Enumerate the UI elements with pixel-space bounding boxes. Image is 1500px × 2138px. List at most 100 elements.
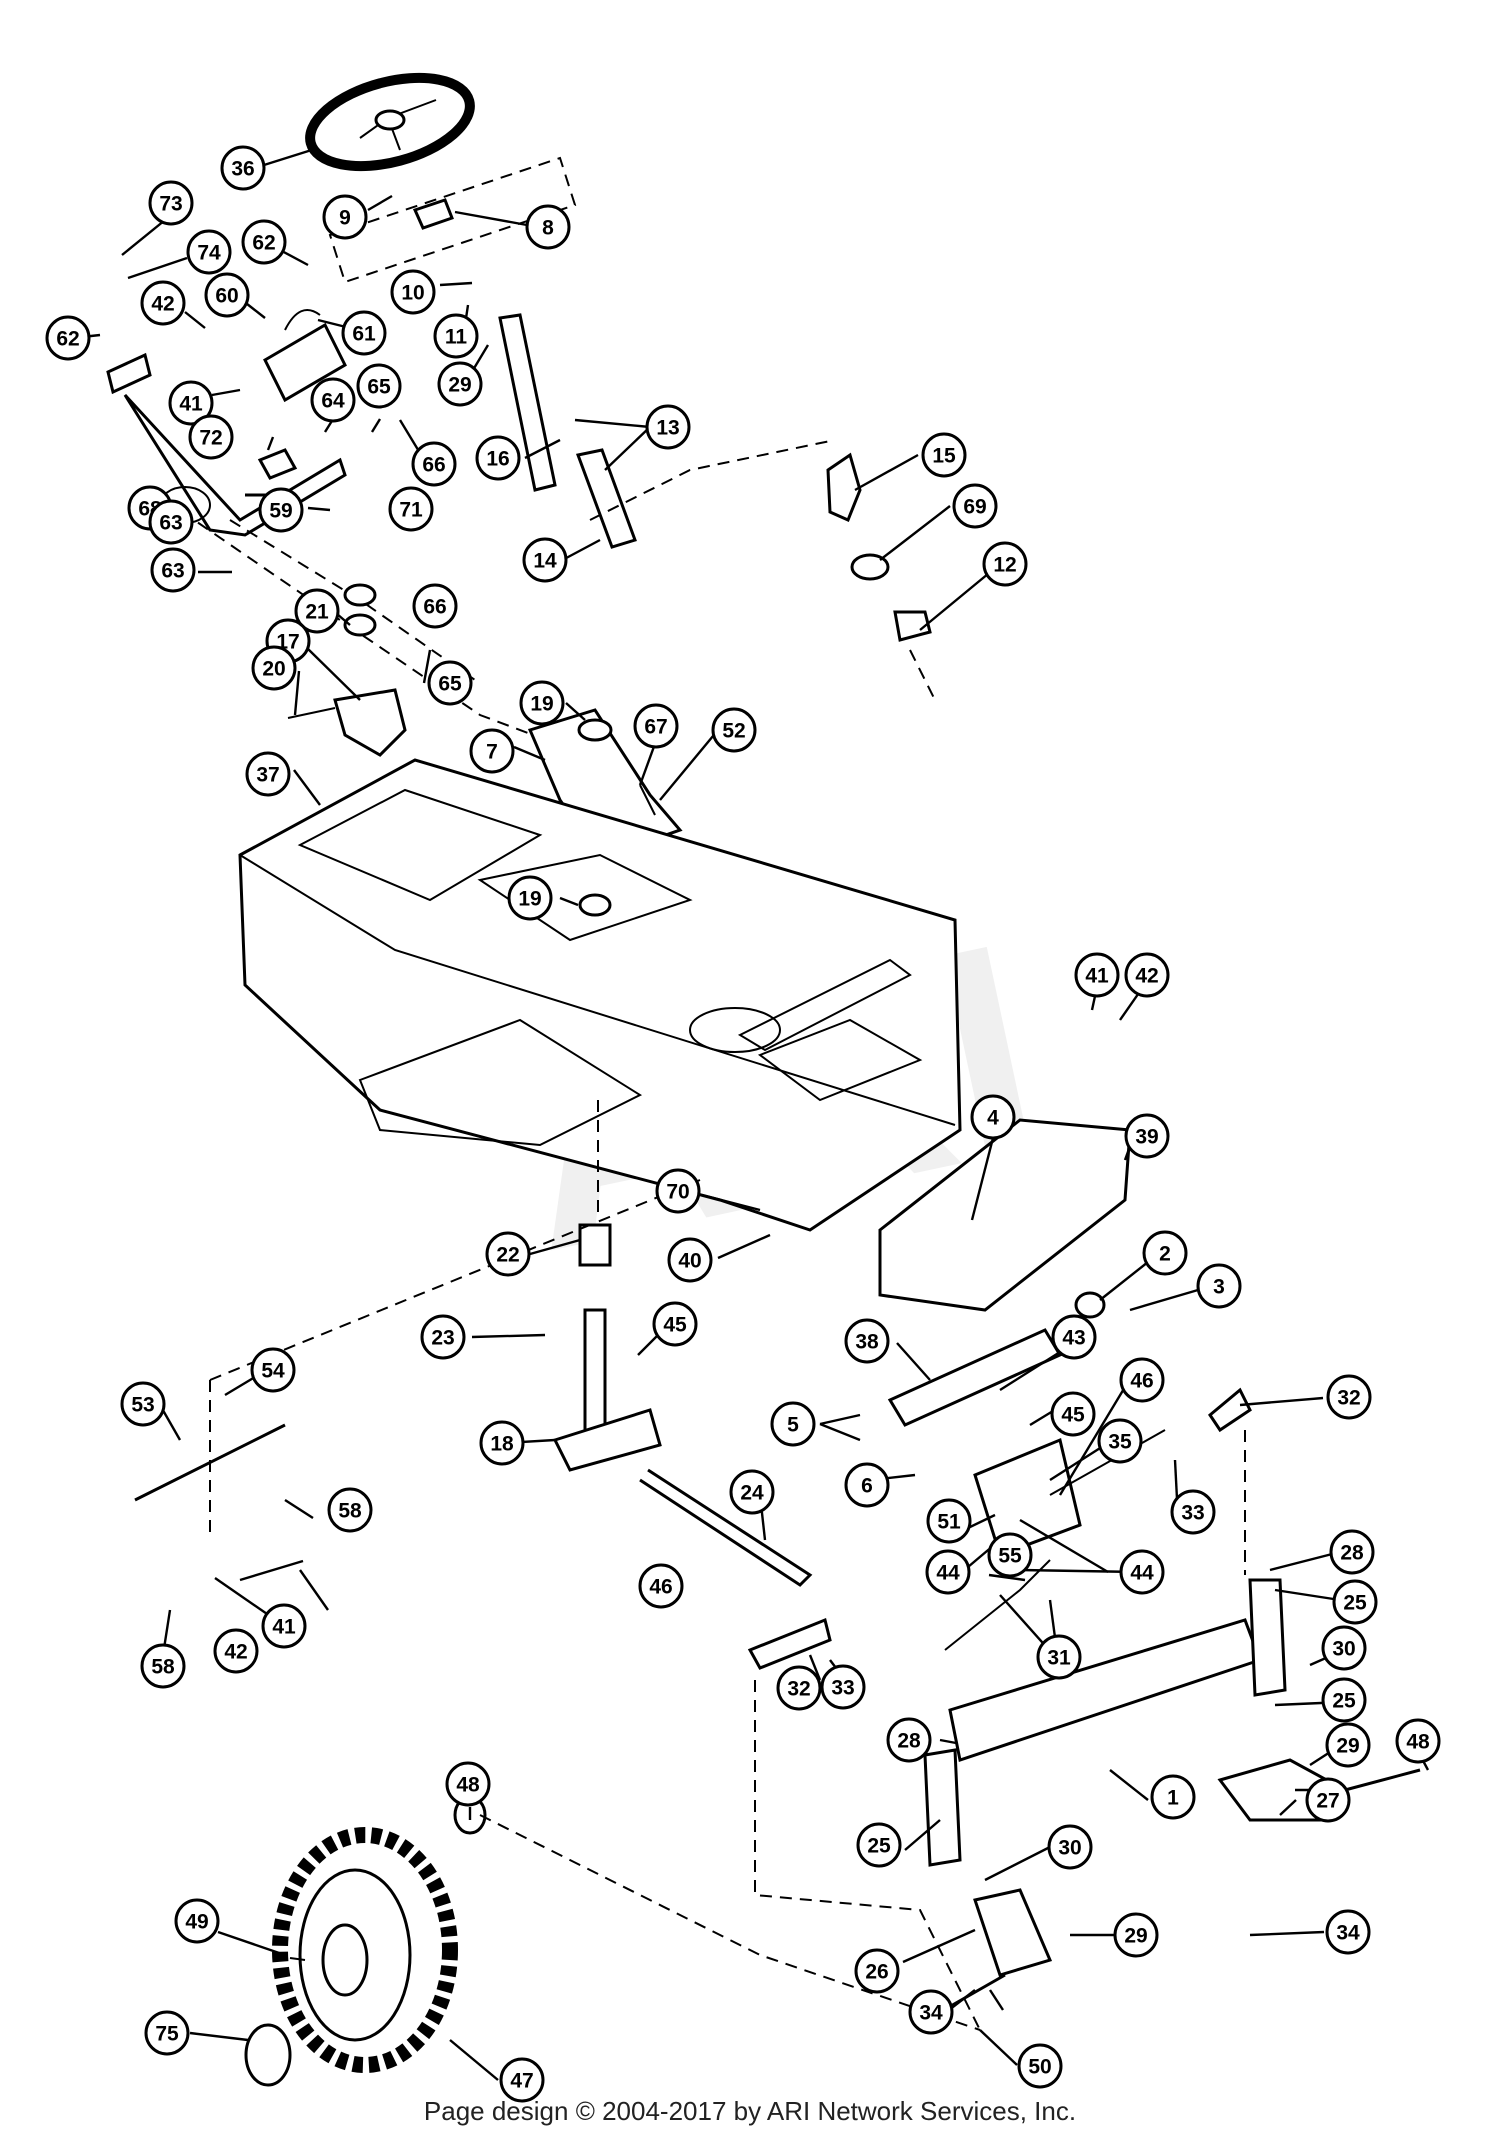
part-callout-3: 3 [1196,1263,1242,1309]
callout-circle [770,1401,816,1447]
part-callout-69: 69 [952,483,998,529]
part-callout-30: 30 [1321,1625,1367,1671]
callout-label: 59 [269,500,292,523]
part-callout-32: 32 [776,1665,822,1711]
part-callout-55: 55 [987,1532,1033,1578]
callout-circle [921,432,967,478]
callout-label: 29 [1336,1735,1359,1758]
part-callout-48: 48 [445,1761,491,1807]
callout-circle [926,1498,972,1544]
part-callout-59: 59 [258,487,304,533]
callout-label: 51 [937,1511,961,1534]
callout-circle [1150,1774,1196,1820]
callout-label: 30 [1058,1837,1081,1860]
part-callout-9: 9 [322,194,368,240]
part-callout-58: 58 [327,1487,373,1533]
callout-label: 32 [1337,1387,1360,1410]
part-callout-31: 31 [1036,1634,1082,1680]
part-callout-1: 1 [1150,1774,1196,1820]
callout-circle [261,1603,307,1649]
callout-circle [388,486,434,532]
callout-circle [144,2010,190,2056]
part-callout-26: 26 [854,1948,900,1994]
callout-circle [1326,1374,1372,1420]
callout-circle [645,404,691,450]
callout-label: 48 [1406,1731,1430,1754]
callout-circle [485,1231,531,1277]
callout-circle [525,204,571,250]
front-axle [923,1578,1348,1977]
callout-circle [854,1948,900,1994]
part-callout-10: 10 [390,269,436,315]
callout-circle [856,1822,902,1868]
callout-circle [820,1664,866,1710]
callout-circle [479,1420,525,1466]
part-callout-71: 71 [388,486,434,532]
callout-circle [776,1665,822,1711]
callout-circle [982,541,1028,587]
part-callout-33: 33 [1170,1489,1216,1535]
callout-circle [148,499,194,545]
callout-label: 46 [1130,1370,1153,1393]
callout-label: 69 [963,496,986,519]
callout-circle [213,1628,259,1674]
part-callout-6: 6 [844,1462,890,1508]
callout-circle [390,269,436,315]
part-callout-42: 42 [1124,952,1170,998]
callout-circle [356,363,402,409]
callout-circle [1325,1722,1371,1768]
callout-label: 5 [787,1414,799,1437]
callout-label: 44 [1130,1562,1154,1585]
part-callout-14: 14 [522,537,568,583]
callout-circle [120,1381,166,1427]
callout-circle [633,703,679,749]
part-callout-44: 44 [1119,1549,1165,1595]
part-callout-75: 75 [144,2010,190,2056]
callout-label: 42 [1135,965,1158,988]
callout-circle [952,483,998,529]
part-callout-29: 29 [1113,1912,1159,1958]
callout-label: 2 [1159,1243,1171,1266]
part-callout-42: 42 [213,1628,259,1674]
callout-circle [427,660,473,706]
front-wheel [244,1795,487,2087]
callout-label: 7 [486,741,498,764]
part-callout-74: 74 [186,229,232,275]
callout-circle [140,280,186,326]
callout-label: 27 [1316,1790,1339,1813]
callout-circle [1051,1314,1097,1360]
part-callout-33: 33 [820,1664,866,1710]
callout-circle [499,2057,545,2103]
part-callout-70: 70 [655,1168,701,1214]
callout-label: 34 [919,2002,943,2025]
callout-label: 31 [1047,1647,1071,1670]
part-callout-49: 49 [174,1898,220,1944]
part-callout-41: 41 [168,380,214,426]
part-callout-37: 37 [245,751,291,797]
callout-circle [420,1314,466,1360]
callout-label: 45 [1061,1404,1085,1427]
part-callout-66: 66 [412,583,458,629]
part-callout-19: 19 [507,875,553,921]
callout-label: 19 [518,888,541,911]
drawing-layer [106,72,1421,2087]
callout-circle [1047,1824,1093,1870]
callout-label: 15 [932,445,956,468]
part-callout-64: 64 [310,377,356,423]
tractor-frame [238,758,962,1232]
callout-label: 22 [496,1244,519,1267]
part-callout-51: 51 [926,1498,972,1544]
callout-label: 29 [448,374,471,397]
callout-label: 74 [197,242,221,265]
callout-label: 52 [722,720,745,743]
callout-circle [1124,952,1170,998]
callout-label: 10 [401,282,424,305]
callout-circle [1050,1391,1096,1437]
callout-circle [729,1469,775,1515]
part-callout-41: 41 [1074,952,1120,998]
callout-circle [220,145,266,191]
callout-circle [711,707,757,753]
callout-circle [1305,1777,1351,1823]
part-callout-35: 35 [1097,1418,1143,1464]
